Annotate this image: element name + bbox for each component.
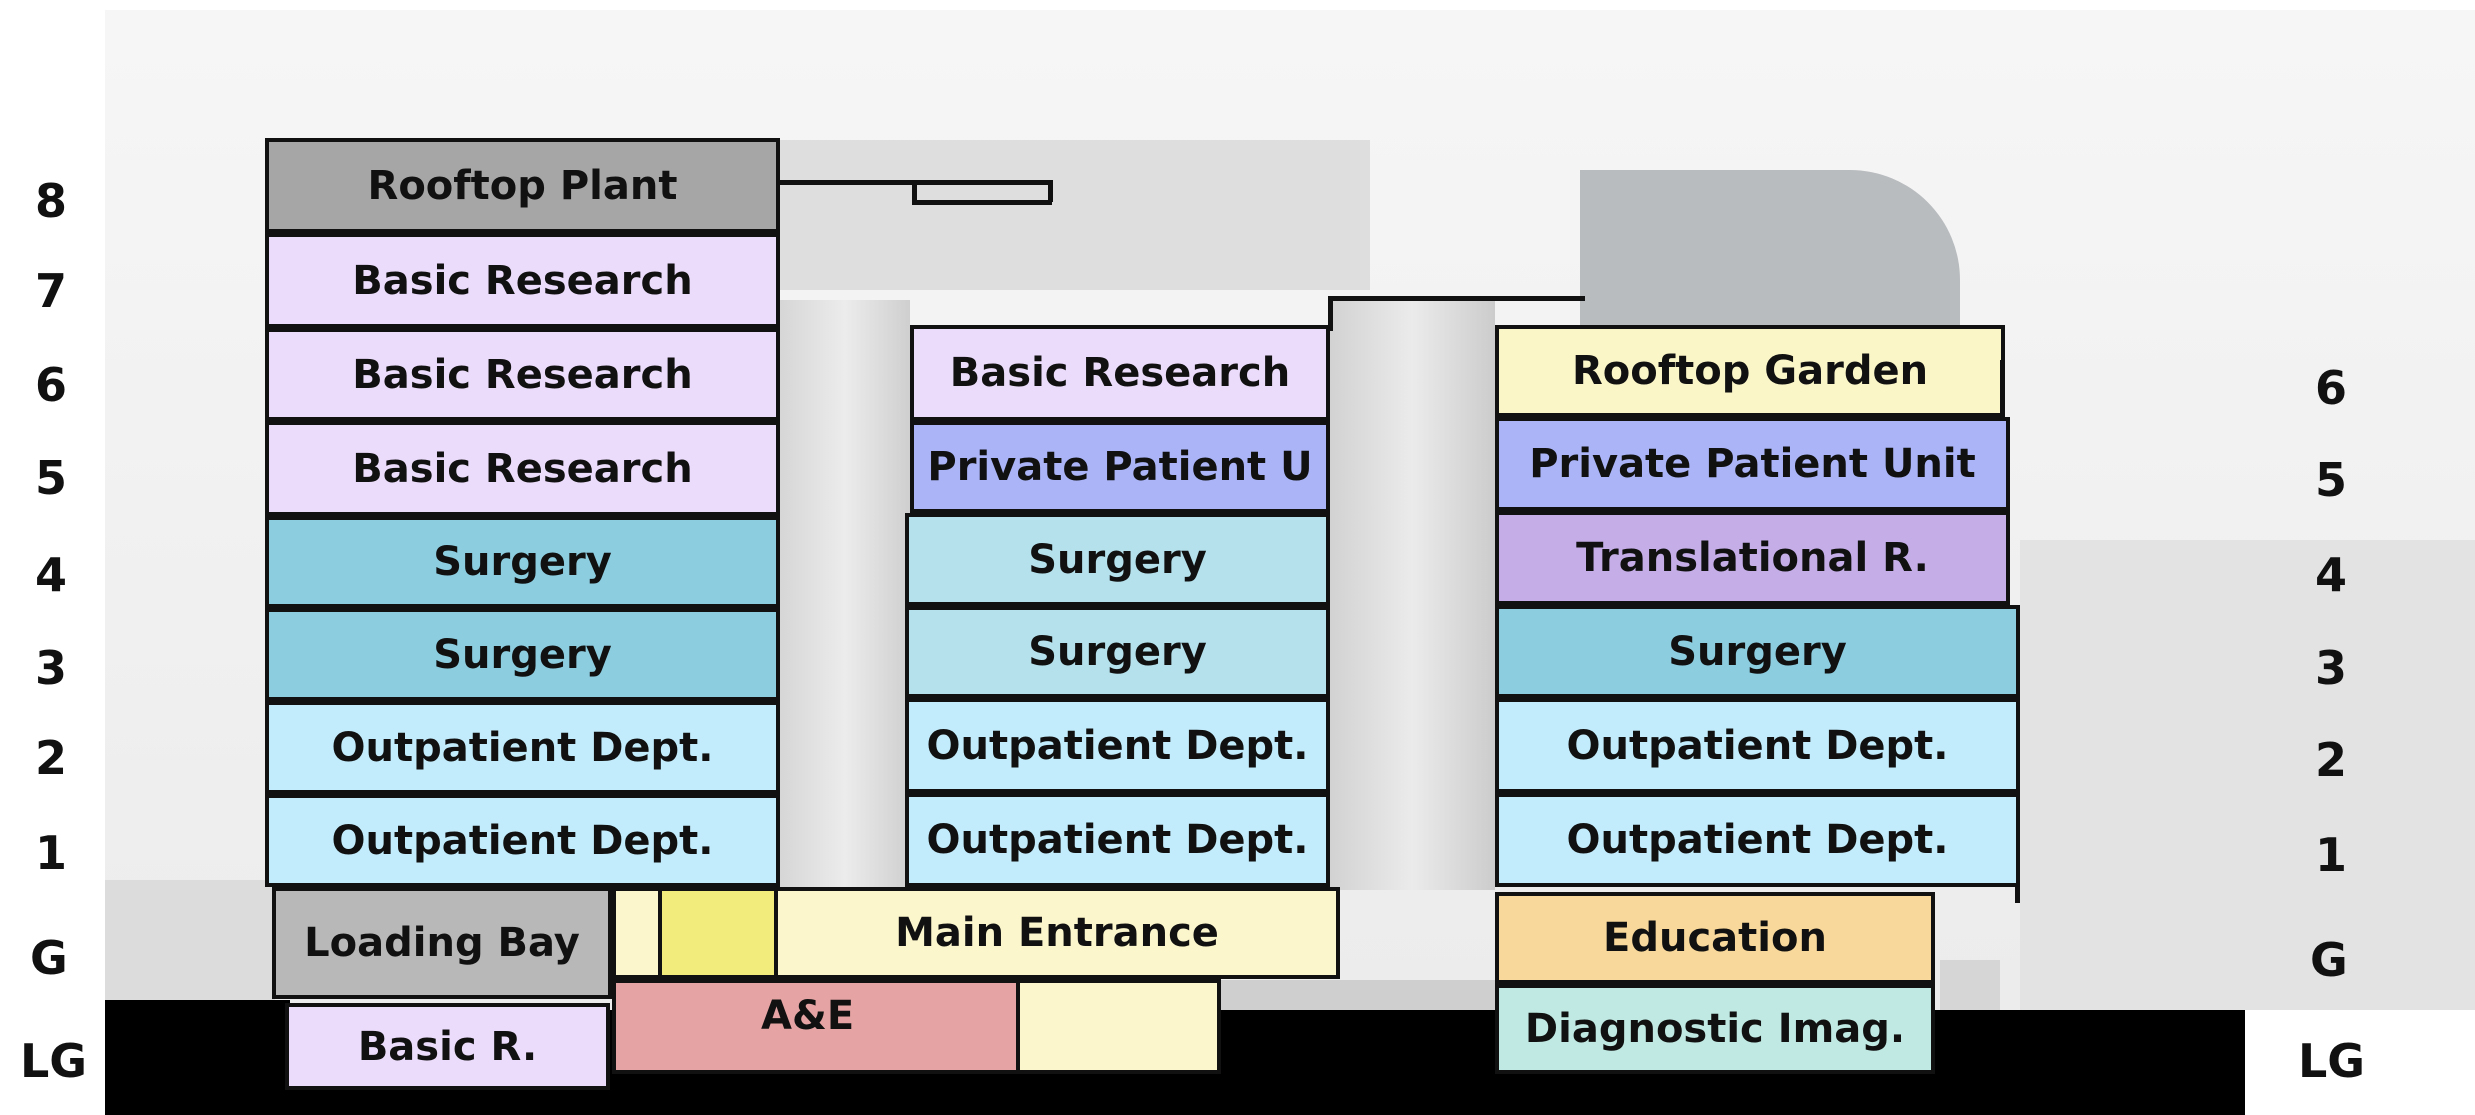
- room-entrance-strip: [612, 887, 662, 979]
- room-mid-floor-2: Outpatient Dept.: [905, 698, 1330, 793]
- room-left-floor-1: Outpatient Dept.: [265, 794, 780, 887]
- roof-line-mid: [1330, 296, 1585, 301]
- roof-parapet-mid: [912, 200, 1052, 205]
- mid-block-top-edge: [1328, 296, 1333, 331]
- floor-label-left-g: G: [30, 931, 68, 985]
- ground-left: [105, 1000, 290, 1115]
- floor-label-left-5: 5: [35, 451, 68, 505]
- floor-label-left-6: 6: [35, 358, 68, 412]
- room-right-floor-5: Private Patient Unit: [1495, 417, 2010, 511]
- floor-label-left-4: 4: [35, 548, 68, 602]
- right-block-base-tick: [2015, 885, 2020, 903]
- roof-parapet-post-2: [1048, 180, 1053, 202]
- room-left-floor-7: Basic Research: [265, 233, 780, 328]
- room-left-floor-6: Basic Research: [265, 328, 780, 421]
- floor-label-right-3: 3: [2315, 641, 2348, 695]
- room-right-floor-3: Surgery: [1495, 605, 2020, 698]
- background-atrium-right: [1330, 300, 1495, 890]
- floor-label-right-lg: LG: [2298, 1034, 2366, 1088]
- room-right-floor-1: Outpatient Dept.: [1495, 793, 2020, 887]
- room-right-floor-6: Rooftop Garden: [1495, 325, 2005, 417]
- floor-label-left-1: 1: [35, 826, 68, 880]
- room-basic-r: Basic R.: [285, 1003, 610, 1090]
- room-left-floor-5: Basic Research: [265, 421, 780, 516]
- floor-label-right-6: 6: [2315, 361, 2348, 415]
- room-diagnostic-imaging: Diagnostic Imag.: [1495, 984, 1935, 1074]
- roof-parapet-post-1: [912, 180, 917, 202]
- room-ae-adjacent: [1016, 979, 1221, 1074]
- background-building-far-right: [2020, 540, 2475, 1010]
- room-main-entrance: Main Entrance: [774, 887, 1340, 979]
- room-ae: A&E: [612, 979, 1020, 1074]
- background-roof-left: [780, 140, 1370, 290]
- room-right-floor-2: Outpatient Dept.: [1495, 698, 2020, 793]
- floor-label-right-2: 2: [2315, 733, 2348, 787]
- floor-label-right-1: 1: [2315, 828, 2348, 882]
- room-mid-floor-3: Surgery: [905, 606, 1330, 698]
- room-mid-floor-5: Private Patient U: [910, 421, 1330, 513]
- floor-label-right-4: 4: [2315, 548, 2348, 602]
- room-loading-bay: Loading Bay: [272, 887, 612, 999]
- room-left-floor-4: Surgery: [265, 516, 780, 608]
- floor-label-right-g: G: [2310, 933, 2348, 987]
- room-education: Education: [1495, 892, 1935, 984]
- room-left-floor-8: Rooftop Plant: [265, 138, 780, 233]
- room-left-floor-3: Surgery: [265, 608, 780, 701]
- room-mid-floor-1: Outpatient Dept.: [905, 793, 1330, 887]
- room-mid-floor-6: Basic Research: [910, 325, 1330, 421]
- floor-label-left-8: 8: [35, 174, 68, 228]
- room-left-floor-2: Outpatient Dept.: [265, 701, 780, 794]
- ground-right: [2000, 1010, 2245, 1115]
- floor-label-left-lg: LG: [20, 1034, 88, 1088]
- background-atrium-left: [780, 300, 910, 890]
- floor-label-left-7: 7: [35, 264, 68, 318]
- background-ground-left: [105, 880, 275, 1010]
- room-mid-floor-4: Surgery: [905, 513, 1330, 606]
- background-curved-tower: [1580, 170, 1960, 330]
- room-right-floor-4: Translational R.: [1495, 511, 2010, 605]
- floor-label-left-2: 2: [35, 731, 68, 785]
- floor-label-right-5: 5: [2315, 453, 2348, 507]
- right-block-step: [2000, 360, 2005, 420]
- room-yellow-block: [658, 887, 778, 979]
- floor-label-left-3: 3: [35, 641, 68, 695]
